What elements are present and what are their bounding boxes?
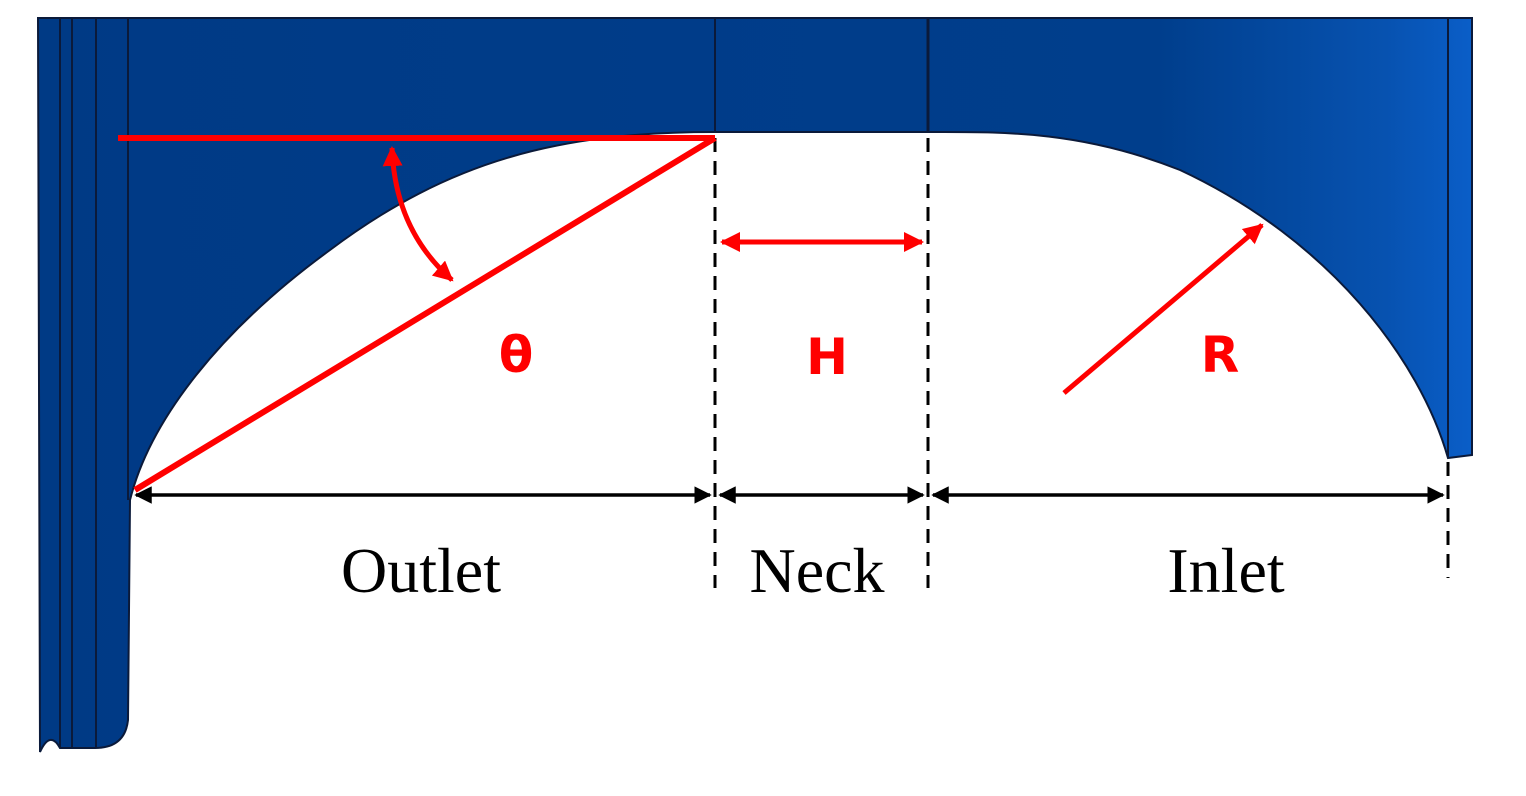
nozzle-body <box>36 17 1473 753</box>
parameter-annotations <box>118 135 1264 493</box>
neck-label: Neck <box>749 535 884 606</box>
r-radius-arrow <box>1062 223 1264 395</box>
h-label: H <box>806 328 848 386</box>
r-label: R <box>1201 326 1240 384</box>
theta-label: θ <box>499 326 533 384</box>
outlet-label: Outlet <box>341 535 501 606</box>
guide-lines <box>713 138 1450 588</box>
inlet-label: Inlet <box>1167 535 1285 606</box>
theta-slope-line <box>133 135 717 493</box>
theta-angle-arrow <box>382 146 454 282</box>
body-shape <box>36 17 1473 753</box>
